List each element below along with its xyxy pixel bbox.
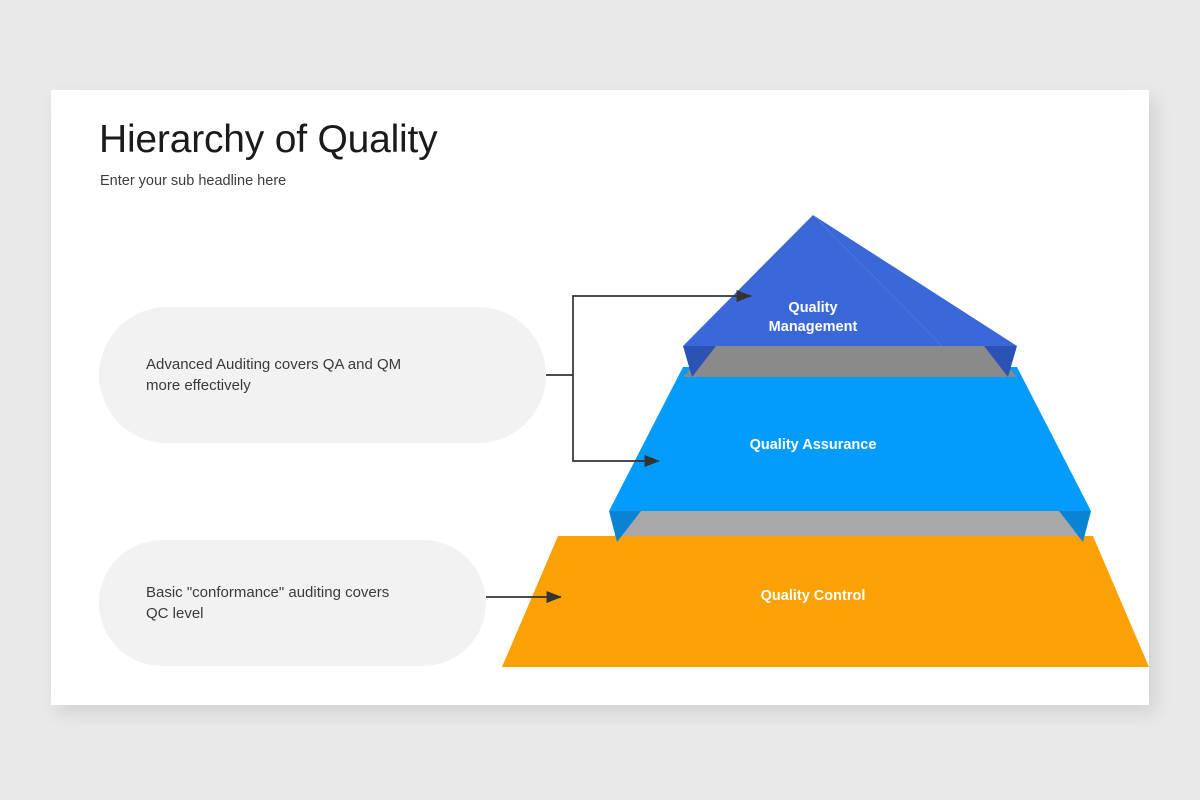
- tier-2-side-wing-left: [609, 511, 641, 542]
- tier-2-face: [609, 367, 1091, 511]
- tier-2-side-wing-right: [1059, 511, 1091, 542]
- page-title: Hierarchy of Quality: [99, 118, 438, 161]
- tier-1-face-apex: [813, 215, 1017, 346]
- callout-basic-conformance-text: Basic "conformance" auditing covers QC l…: [146, 583, 390, 622]
- tier-3-face: [502, 536, 1149, 667]
- tier-1-shadow-band: [683, 346, 1017, 377]
- tier-2-shadow-band: [609, 511, 1091, 542]
- pyramid-diagram: [502, 215, 1149, 667]
- callout-advanced-auditing[interactable]: Advanced Auditing covers QA and QM more …: [99, 307, 546, 443]
- callout-advanced-auditing-text: Advanced Auditing covers QA and QM more …: [146, 355, 402, 394]
- slide-card: Hierarchy of Quality Enter your sub head…: [51, 90, 1149, 705]
- tier-1-side-wing-right: [984, 346, 1017, 377]
- callout-basic-conformance[interactable]: Basic "conformance" auditing covers QC l…: [99, 540, 486, 666]
- page-subtitle: Enter your sub headline here: [100, 173, 287, 189]
